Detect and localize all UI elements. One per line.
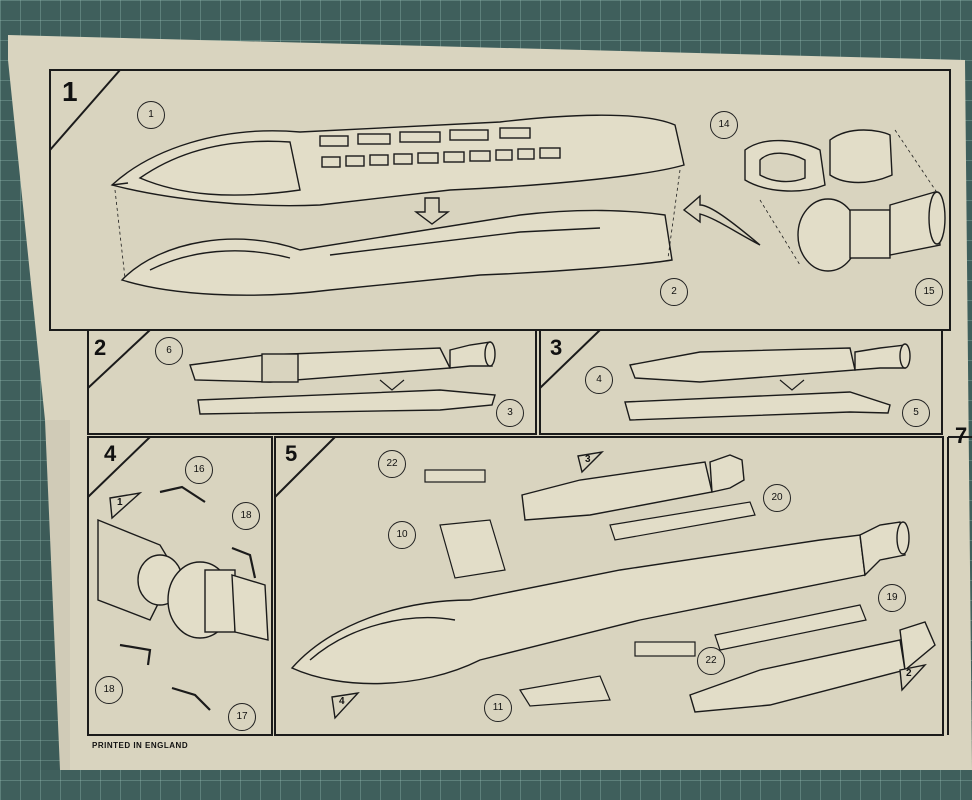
callout-part-6: 6 xyxy=(155,337,183,365)
corner-3 xyxy=(539,329,601,389)
step-number-1: 1 xyxy=(62,76,78,107)
step5-part-11 xyxy=(519,675,611,707)
step4-strut-16 xyxy=(159,485,206,503)
step5-lower-pod xyxy=(689,621,936,713)
corner-5 xyxy=(274,436,336,498)
flag-label-2: 2 xyxy=(906,668,912,679)
step5-upper-pod xyxy=(521,454,745,521)
callout-part-20: 20 xyxy=(763,484,791,512)
callout-part-17: 17 xyxy=(228,703,256,731)
step2-upper-part xyxy=(189,341,496,383)
step5-flag-4-shape xyxy=(331,692,360,720)
step1-guide-4 xyxy=(894,129,943,201)
callout-part-10: 10 xyxy=(388,521,416,549)
callout-part-16: 16 xyxy=(185,456,213,484)
step5-flag-2-shape xyxy=(899,663,927,692)
step5-part-22-bottom xyxy=(634,641,696,657)
callout-part-14: 14 xyxy=(710,111,738,139)
step1-windows-top xyxy=(319,127,531,147)
callout-part-1: 1 xyxy=(137,101,165,129)
step1-upper-hull xyxy=(110,114,685,207)
step5-part-10 xyxy=(439,519,506,579)
step2-lower-part xyxy=(197,389,496,415)
step1-guide-1 xyxy=(114,189,126,279)
step4-strut-18b xyxy=(119,643,152,666)
step4-strut-17 xyxy=(171,686,211,711)
step-number-4: 4 xyxy=(104,441,117,466)
step-number-2: 2 xyxy=(94,335,107,360)
callout-part-22-bottom: 22 xyxy=(697,647,725,675)
step4-engine-assembly xyxy=(97,518,269,641)
step5-part-20 xyxy=(609,501,756,541)
callout-part-3: 3 xyxy=(496,399,524,427)
panel-frame-3 xyxy=(539,329,943,435)
flag-label-4: 4 xyxy=(339,696,345,707)
paper-fold-shadow xyxy=(40,420,70,770)
callout-part-11: 11 xyxy=(484,694,512,722)
callout-part-18-bottom: 18 xyxy=(95,676,123,704)
callout-part-5: 5 xyxy=(902,399,930,427)
step1-windows-bottom xyxy=(321,147,561,168)
flag-label-1: 1 xyxy=(117,497,123,508)
step1-engine-frame xyxy=(744,129,893,192)
step4-strut-18a xyxy=(231,546,257,579)
step3-upper-part xyxy=(629,343,911,383)
corner-4 xyxy=(87,436,151,498)
step1-down-arrow xyxy=(413,197,451,225)
callout-part-18-top: 18 xyxy=(232,502,260,530)
step3-arrow xyxy=(779,379,805,391)
step2-arrow xyxy=(379,379,405,391)
step1-engine-nozzle xyxy=(797,191,946,272)
callout-part-22-top: 22 xyxy=(378,450,406,478)
step5-main-hull xyxy=(290,521,910,685)
step5-part-19 xyxy=(714,604,867,651)
callout-part-4: 4 xyxy=(585,366,613,394)
corner-2 xyxy=(87,329,151,389)
printed-in-england-footer: PRINTED IN ENGLAND xyxy=(92,741,189,750)
panel-frame-4 xyxy=(87,436,273,736)
corner-1 xyxy=(49,69,121,151)
step1-lower-hull xyxy=(120,209,673,296)
step-number-7: 7 xyxy=(955,423,968,448)
step-number-5: 5 xyxy=(285,441,298,466)
step5-flag-3-shape xyxy=(577,450,605,474)
panel-frame-5 xyxy=(274,436,944,736)
step3-lower-part xyxy=(624,391,891,421)
callout-part-15: 15 xyxy=(915,278,943,306)
callout-part-19: 19 xyxy=(878,584,906,612)
step1-guide-2 xyxy=(667,169,681,259)
step4-flag-1 xyxy=(109,491,143,520)
step1-guide-3 xyxy=(759,199,801,266)
step5-part-22-top xyxy=(424,469,486,483)
flag-label-3: 3 xyxy=(585,454,591,465)
step-number-3: 3 xyxy=(550,335,563,360)
panel-frame-2 xyxy=(87,329,537,435)
callout-part-2: 2 xyxy=(660,278,688,306)
step1-curved-arrow xyxy=(682,194,761,246)
